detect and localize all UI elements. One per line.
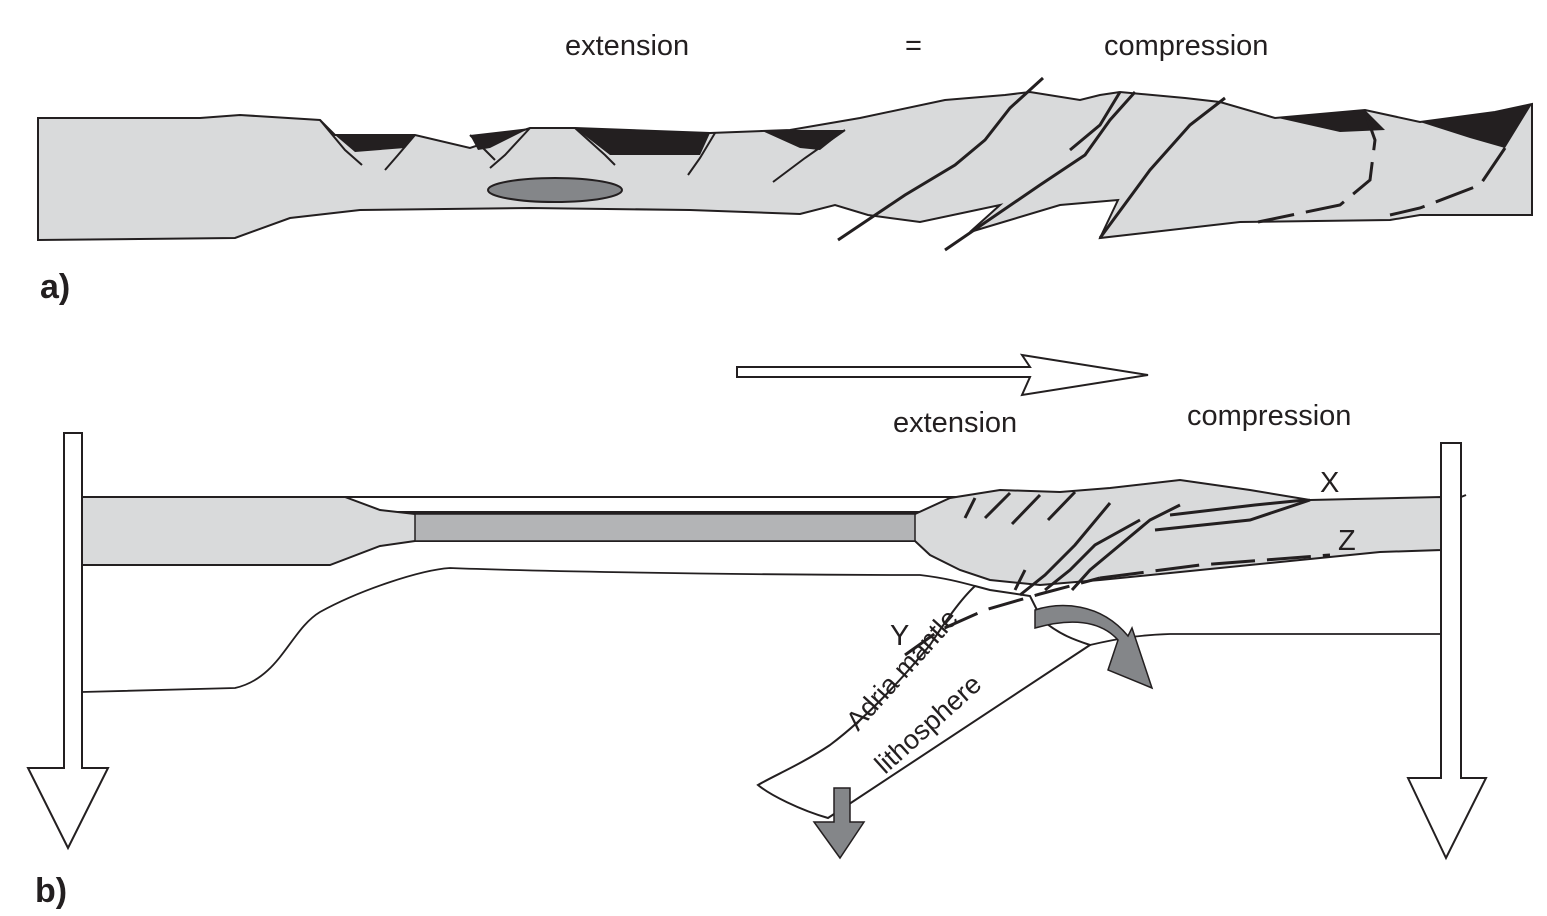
right-down-arrow bbox=[1406, 442, 1488, 861]
panel-b-compression-label: compression bbox=[1187, 400, 1351, 432]
slab-pull-arrow bbox=[812, 787, 866, 860]
thrust-fault bbox=[1098, 96, 1226, 239]
thrust-fault bbox=[1154, 498, 1311, 532]
panel-a-equals-sign: = bbox=[905, 30, 922, 62]
thrust-fault bbox=[1044, 518, 1141, 592]
point-y-label: Y bbox=[890, 620, 909, 652]
extension-direction-arrow bbox=[736, 353, 1149, 397]
panel-a-extension-label: extension bbox=[565, 30, 689, 62]
thrust-fault bbox=[1169, 498, 1306, 517]
normal-fault bbox=[384, 134, 416, 171]
panel-a-thrusts bbox=[837, 76, 1507, 252]
point-z-label: Z bbox=[1338, 525, 1356, 557]
normal-fault bbox=[687, 132, 716, 176]
normal-fault bbox=[489, 127, 531, 169]
point-x-label: X bbox=[1320, 467, 1339, 499]
basin-fill bbox=[335, 135, 415, 152]
panel-a-basin-fills bbox=[335, 104, 1532, 155]
thrust-fault bbox=[837, 76, 1045, 242]
normal-fault bbox=[963, 497, 977, 519]
thrust-fault-dashed bbox=[1389, 147, 1507, 217]
thrust-fault-dashed bbox=[1257, 111, 1377, 224]
normal-fault bbox=[983, 491, 1012, 520]
panel-b: extension compression X Z Y Adria mantle… bbox=[26, 353, 1488, 910]
mantle-flow-arrow bbox=[1034, 604, 1154, 690]
panel-a-magma-lens bbox=[487, 177, 623, 203]
normal-fault bbox=[1046, 490, 1077, 522]
normal-fault bbox=[574, 127, 616, 166]
panel-b-label: b) bbox=[35, 872, 67, 910]
basin-fill bbox=[1278, 110, 1385, 132]
thrust-fault bbox=[1070, 503, 1181, 592]
lower-crust-strip bbox=[414, 513, 916, 542]
left-down-arrow bbox=[26, 432, 110, 851]
panel-a: extension = compression a) bbox=[37, 30, 1533, 306]
thrust-fault bbox=[1069, 91, 1122, 152]
panel-b-wedge-faults bbox=[904, 490, 1331, 657]
thrust-fault bbox=[944, 91, 1137, 252]
normal-fault bbox=[772, 129, 846, 183]
lithosphere-base-line bbox=[81, 567, 976, 693]
detachment-dashed bbox=[904, 576, 1101, 657]
basin-fill bbox=[470, 128, 530, 150]
panel-a-label: a) bbox=[40, 268, 70, 306]
crust-continuation bbox=[1460, 494, 1467, 498]
panel-b-extension-label: extension bbox=[893, 407, 1017, 439]
adria-mantle-slab bbox=[756, 584, 1093, 820]
panel-a-fault-blocks bbox=[319, 119, 846, 183]
short-fault bbox=[1013, 569, 1027, 591]
basin-fill bbox=[1420, 104, 1532, 148]
panel-a-crust-slab bbox=[37, 90, 1533, 242]
thrust-fault-dashed bbox=[1099, 553, 1331, 580]
normal-fault bbox=[1010, 493, 1042, 526]
basin-fill bbox=[575, 128, 710, 155]
normal-fault bbox=[319, 119, 363, 166]
normal-fault bbox=[469, 134, 496, 161]
thrust-fault bbox=[1019, 502, 1112, 597]
asthenosphere-line-right bbox=[1089, 633, 1441, 646]
panel-a-compression-label: compression bbox=[1104, 30, 1268, 62]
